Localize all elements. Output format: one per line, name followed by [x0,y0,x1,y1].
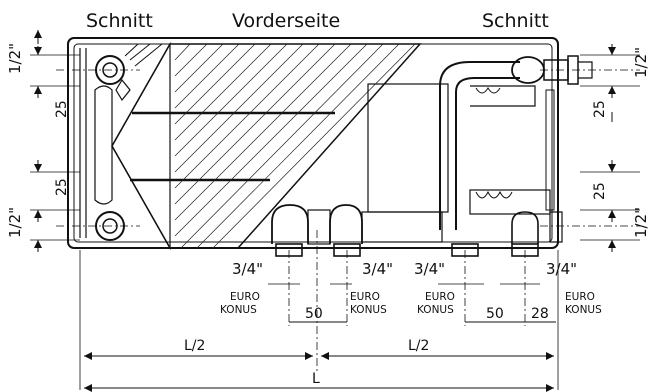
euro-label-1: EURO [230,291,260,303]
dim-28: 28 [531,306,549,322]
konus-label-2: KONUS [350,304,387,316]
connector-3-thread: 3/4" [414,260,445,278]
left-bottom-thread-label: 1/2" [6,207,24,238]
overall-dims [79,250,559,392]
right-section-title: Schnitt [482,10,549,32]
left-vertical-dims [30,30,80,252]
left-top-thread-label: 1/2" [6,43,24,74]
right-bottom-thread-label: 1/2" [632,207,650,238]
left-bottom-25-label: 25 [54,178,70,196]
right-top-25-label: 25 [592,100,608,118]
connector-1-thread: 3/4" [232,260,263,278]
left-top-25-label: 25 [54,100,70,118]
right-piping [367,55,593,230]
dim-50-left: 50 [305,306,323,322]
half-length-left: L/2 [184,338,205,354]
connector-4-thread: 3/4" [546,260,577,278]
right-bottom-25-label: 25 [592,182,608,200]
center-lines [56,69,640,372]
right-top-thread-label: 1/2" [632,47,650,78]
left-section-title: Schnitt [86,10,153,32]
konus-label-4: KONUS [565,304,602,316]
total-length: L [312,371,320,387]
euro-label-4: EURO [565,291,595,303]
konus-label-1: KONUS [220,304,257,316]
front-view-title: Vorderseite [232,10,340,32]
radiator-outline [67,37,559,249]
radiator-inner-outline [73,43,553,243]
connector-2-thread: 3/4" [362,260,393,278]
euro-label-3: EURO [425,291,455,303]
euro-label-2: EURO [350,291,380,303]
dim-50-right: 50 [486,306,504,322]
half-length-right: L/2 [408,338,429,354]
right-vertical-dims [580,44,640,252]
left-section-profile [79,43,163,241]
konus-label-3: KONUS [417,304,454,316]
front-panel [111,41,422,251]
